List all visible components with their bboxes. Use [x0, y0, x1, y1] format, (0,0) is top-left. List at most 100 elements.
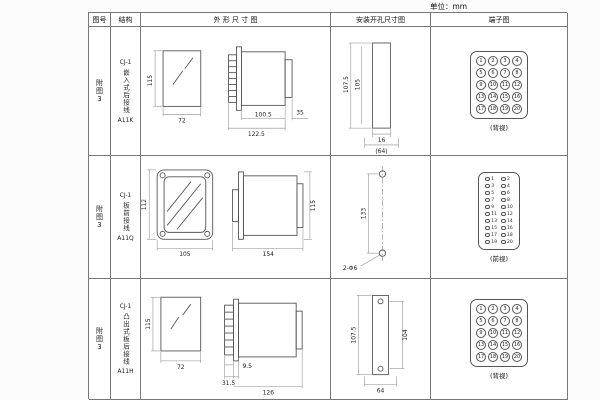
- fig-no-row3: 附图3: [89, 279, 111, 400]
- dim-projection: 31.5: [222, 380, 235, 387]
- terminal-dot: [501, 183, 506, 189]
- dim-cutout-w1: 16: [378, 137, 386, 144]
- terminal-18: 18: [500, 233, 514, 238]
- header-structure: 结构: [111, 13, 141, 27]
- outline-cell-row2: 112 105 154 115: [141, 156, 331, 279]
- side-dim-lines: [228, 98, 308, 131]
- terminal-number: 15: [491, 225, 497, 231]
- mounting-drawing-row3: 107.5 104 64: [351, 294, 409, 394]
- dim-front-width: 105: [179, 251, 191, 258]
- front-view: [156, 169, 214, 240]
- terminal-dot: [501, 239, 506, 245]
- cutout: [372, 42, 391, 129]
- terminal-11: 11: [500, 79, 510, 90]
- terminal-20: 20: [512, 103, 522, 114]
- terminal-19: 19: [500, 103, 510, 114]
- terminal-1: 1: [484, 177, 498, 182]
- terminal-dot: [485, 218, 490, 224]
- terminal-12: 12: [512, 79, 522, 90]
- dim-hole-size: 2-Φ6: [343, 265, 358, 272]
- dim-cutout-outer: 107.5: [343, 76, 350, 93]
- dim-side-total: 122.5: [248, 131, 265, 138]
- terminal-4: 4: [512, 55, 522, 66]
- terminal-number: 11: [491, 211, 497, 217]
- front-dim-lines: [153, 50, 202, 117]
- structure-row2: CJ-1 板前接线 A11Q: [111, 156, 141, 279]
- terminal-19: 19: [500, 351, 510, 362]
- terminal-number: 20: [507, 239, 513, 245]
- terminal-number: 16: [507, 225, 513, 231]
- fig-no-row2: 附图3: [89, 156, 111, 279]
- terminal-5: 5: [476, 67, 486, 78]
- terminal-8: 8: [512, 315, 522, 326]
- terminal-7: 7: [484, 198, 498, 203]
- dim-side-body: 100.5: [255, 111, 272, 118]
- terminal-7: 7: [500, 67, 510, 78]
- header-terminal: 端子图: [431, 13, 568, 27]
- dim-front-width: 72: [178, 117, 186, 124]
- code-label: A11H: [117, 368, 134, 376]
- fig-no-text: 附图3: [95, 204, 104, 230]
- spec-table: 图号 结构 外 形 尺 寸 图 安装开孔尺寸图 端子图 附图3 CJ-1 嵌入式…: [88, 12, 568, 400]
- terminal-3: 3: [500, 55, 510, 66]
- side-dim-lines: [224, 349, 303, 389]
- model-label: CJ-1: [119, 302, 132, 310]
- terminal-15: 15: [500, 91, 510, 102]
- dim-stud: 9.5: [242, 363, 252, 370]
- terminal-dot: [501, 211, 506, 217]
- terminal-view-label: (背视): [489, 123, 509, 132]
- model-label: CJ-1: [119, 58, 132, 66]
- terminal-17: 17: [476, 103, 486, 114]
- dim-hole-span: 104: [402, 329, 409, 341]
- front-dim-lines: [150, 296, 201, 363]
- side-dim-lines: [232, 171, 312, 252]
- fig-no-row1: 附图3: [89, 27, 111, 156]
- terminal-4: 4: [500, 184, 514, 189]
- terminal-8: 8: [500, 198, 514, 203]
- front-view: [160, 296, 202, 352]
- mounting-cell-row1: 107.5 105 16 (64): [331, 27, 431, 156]
- terminal-9: 9: [476, 327, 486, 338]
- terminal-18: 18: [488, 351, 498, 362]
- side-view: [232, 171, 304, 240]
- terminal-view-label: (前视): [489, 254, 509, 263]
- terminal-number: 14: [507, 218, 513, 224]
- structure-row1: CJ-1 嵌入式后接线 A11K: [111, 27, 141, 156]
- terminal-20: 20: [512, 351, 522, 362]
- terminal-number: 3: [491, 183, 495, 189]
- terminal-number: 7: [491, 197, 495, 203]
- terminal-dot: [485, 239, 490, 245]
- header-fig-no: 图号: [89, 13, 111, 27]
- terminal-dot: [501, 232, 506, 238]
- terminal-dot: [485, 197, 490, 203]
- terminal-6: 6: [488, 315, 498, 326]
- terminal-dot: [501, 225, 506, 231]
- terminal-number: 2: [507, 176, 510, 182]
- terminal-14: 14: [488, 91, 498, 102]
- dim-side-rear: 35: [296, 109, 304, 116]
- terminal-17: 17: [484, 233, 498, 238]
- fig-no-text: 附图3: [95, 78, 104, 104]
- terminal-number: 5: [491, 190, 495, 196]
- terminal-4: 4: [512, 303, 522, 314]
- terminal-dot: [501, 204, 506, 210]
- terminal-15: 15: [500, 339, 510, 350]
- cutout: [372, 294, 389, 376]
- terminal-11: 11: [500, 327, 510, 338]
- terminal-17: 17: [476, 351, 486, 362]
- code-label: A11Q: [117, 235, 134, 242]
- terminal-6: 6: [500, 191, 514, 196]
- terminal-dot: [485, 225, 490, 231]
- terminal-3: 3: [500, 303, 510, 314]
- dim-front-height: 115: [147, 75, 154, 87]
- terminal-19: 19: [484, 240, 498, 245]
- dim-cutout-outer: 107.5: [351, 326, 358, 343]
- terminal-dot: [485, 183, 490, 189]
- code-label: A11K: [117, 116, 134, 124]
- mounting-dim-lines: [356, 295, 405, 387]
- fig-no-text: 附图3: [95, 326, 104, 352]
- terminal-12: 12: [512, 327, 522, 338]
